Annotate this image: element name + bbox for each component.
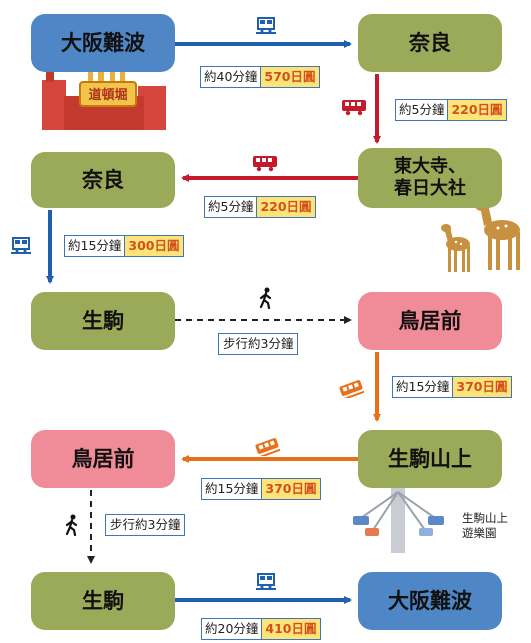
train-icon [256,17,276,34]
station-nara-1: 奈良 [358,14,502,72]
station-nara-2: 奈良 [31,152,175,208]
dotonbori-sign-text: 道頓堀 [88,87,127,103]
leg-price: 370日圓 [452,377,511,397]
station-name: 生駒 [82,308,124,333]
leg-price: 570日圓 [260,67,319,87]
cable-car-icon [255,438,280,456]
stop-todaiji-kasuga: 東大寺、 春日大社 [358,148,502,208]
station-name: 奈良 [409,30,451,55]
station-name: 生駒 [82,588,124,613]
leg-time: 約5分鐘 [208,199,254,214]
station-toriimae-2: 鳥居前 [31,430,175,488]
train-icon [11,237,31,254]
walking-person-icon [259,287,272,309]
leg-price: 220日圓 [256,197,315,217]
station-ikoma-sanjo: 生駒山上 [358,430,502,488]
station-name: 東大寺、 春日大社 [394,155,466,200]
leg-time: 約20分鐘 [205,621,259,636]
station-toriimae-1: 鳥居前 [358,292,502,350]
walk-label-2: 步行約3分鐘 [105,514,186,536]
station-name: 鳥居前 [71,446,135,471]
station-ikoma-2: 生駒 [31,572,175,630]
station-name: 奈良 [82,167,124,192]
leg-time: 約5分鐘 [399,102,445,117]
station-osaka-namba-end: 大阪難波 [358,572,502,630]
train-icon [256,573,276,590]
leg-time: 約15分鐘 [396,379,450,394]
leg-time: 約15分鐘 [205,481,259,496]
station-name: 大阪難波 [388,588,472,613]
walk-label-1: 步行約3分鐘 [218,333,299,355]
amusement-park-label: 生駒山上 遊樂園 [462,511,508,540]
station-name: 鳥居前 [398,308,462,333]
dotonbori-sign-illustration: 道頓堀 [42,52,166,130]
bus-icon [253,156,277,172]
bus-icon [342,100,366,116]
station-osaka-namba-start: 大阪難波 [31,14,175,72]
station-name: 生駒山上 [388,446,472,471]
leg-price: 370日圓 [261,479,320,499]
station-name: 大阪難波 [61,30,145,55]
amusement-ride-illustration [353,480,444,553]
station-ikoma-1: 生駒 [31,292,175,350]
cable-car-icon [339,380,364,398]
leg-time: 約40分鐘 [204,69,258,84]
leg-price: 410日圓 [261,619,320,639]
walking-person-icon [65,514,78,536]
leg-time: 約15分鐘 [68,238,122,253]
leg-price: 300日圓 [124,236,183,256]
leg-price: 220日圓 [447,100,506,120]
